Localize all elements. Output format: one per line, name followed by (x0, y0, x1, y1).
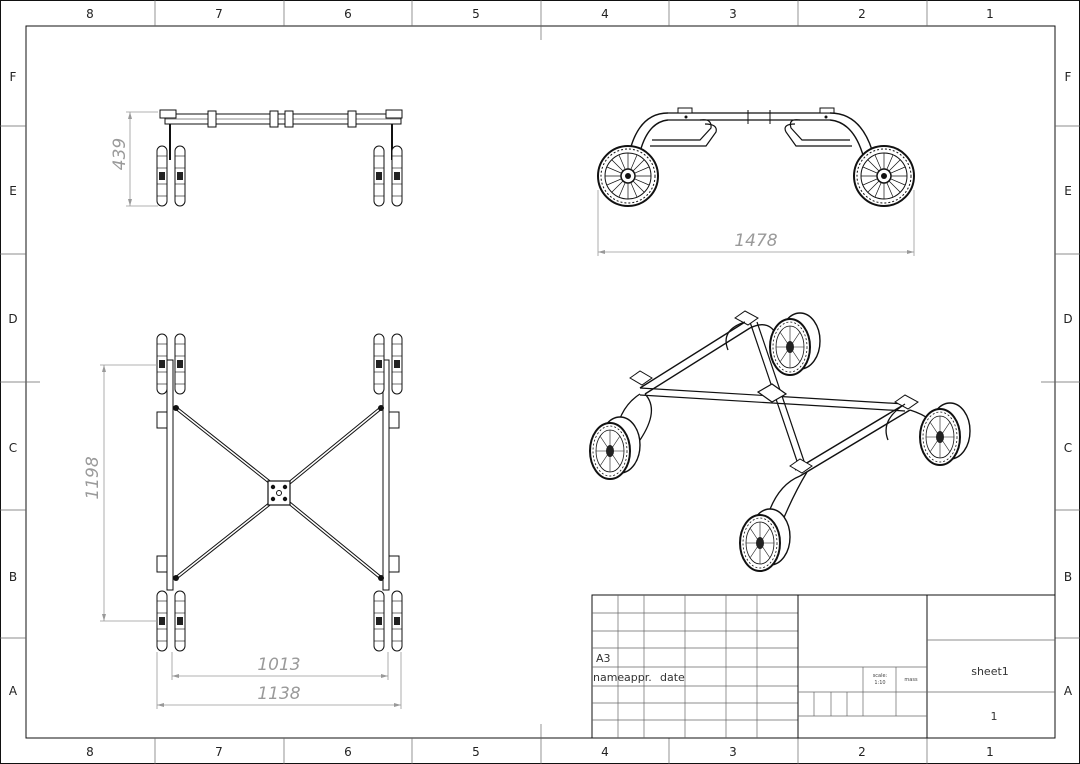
sheet-format: A3 (596, 652, 611, 665)
sheet-number: 1 (991, 710, 998, 723)
scale-label: scale: (873, 673, 888, 679)
zone-col-label: 7 (215, 745, 223, 759)
zone-labels-left: F E D C B A (8, 70, 18, 698)
zone-col-label: 6 (344, 745, 352, 759)
dimension-label-track-inner: 1013 (257, 655, 300, 675)
zone-col-label: 5 (472, 7, 480, 21)
zone-col-label: 8 (86, 7, 94, 21)
zone-col-label: 4 (601, 745, 609, 759)
zone-row-label: B (9, 570, 17, 584)
dimension-length: 1198 (83, 364, 157, 622)
zone-labels-right: F E D C B A (1063, 70, 1073, 698)
dimension-track-outer: 1138 (156, 652, 402, 709)
front-view (597, 107, 915, 207)
zone-row-label: E (1064, 184, 1072, 198)
scale-value: 1:10 (874, 680, 885, 686)
zone-col-label: 1 (986, 745, 994, 759)
side-view (156, 109, 403, 207)
appr-label: appr. (624, 671, 652, 684)
dimension-width: 1478 (597, 190, 915, 256)
zone-labels-top: 8 7 6 5 4 3 2 1 (86, 7, 994, 21)
zone-col-label: 2 (858, 745, 866, 759)
zone-row-label: C (1064, 441, 1072, 455)
zone-col-label: 8 (86, 745, 94, 759)
dimension-label-length: 1198 (83, 456, 103, 499)
zone-labels-bottom: 8 7 6 5 4 3 2 1 (86, 745, 994, 759)
zone-row-label: D (1063, 312, 1072, 326)
zone-row-label: A (1064, 684, 1073, 698)
zone-row-label: F (1065, 70, 1072, 84)
zone-col-label: 3 (729, 745, 737, 759)
zone-col-label: 3 (729, 7, 737, 21)
zone-row-label: A (9, 684, 18, 698)
mass-label: mass (904, 677, 918, 683)
dimension-height: 439 (110, 111, 158, 207)
zone-col-label: 1 (986, 7, 994, 21)
zone-col-label: 7 (215, 7, 223, 21)
dimension-track-inner: 1013 (171, 652, 389, 680)
dimension-label-height: 439 (110, 138, 130, 170)
zone-col-label: 4 (601, 7, 609, 21)
dimension-label-width: 1478 (734, 231, 777, 251)
sheet-name: sheet1 (971, 665, 1009, 678)
plan-view (156, 333, 403, 652)
date-label: date (660, 671, 685, 684)
isometric-view (589, 310, 971, 572)
zone-col-label: 2 (858, 7, 866, 21)
dimension-label-track-outer: 1138 (257, 684, 300, 704)
zone-row-label: D (8, 312, 17, 326)
zone-row-label: C (9, 441, 17, 455)
zone-col-label: 5 (472, 745, 480, 759)
title-block: A3 name appr. date scale: 1:10 mass shee… (591, 594, 1056, 739)
zone-row-label: E (9, 184, 17, 198)
zone-col-label: 6 (344, 7, 352, 21)
name-label: name (593, 671, 624, 684)
zone-row-label: F (10, 70, 17, 84)
zone-row-label: B (1064, 570, 1072, 584)
